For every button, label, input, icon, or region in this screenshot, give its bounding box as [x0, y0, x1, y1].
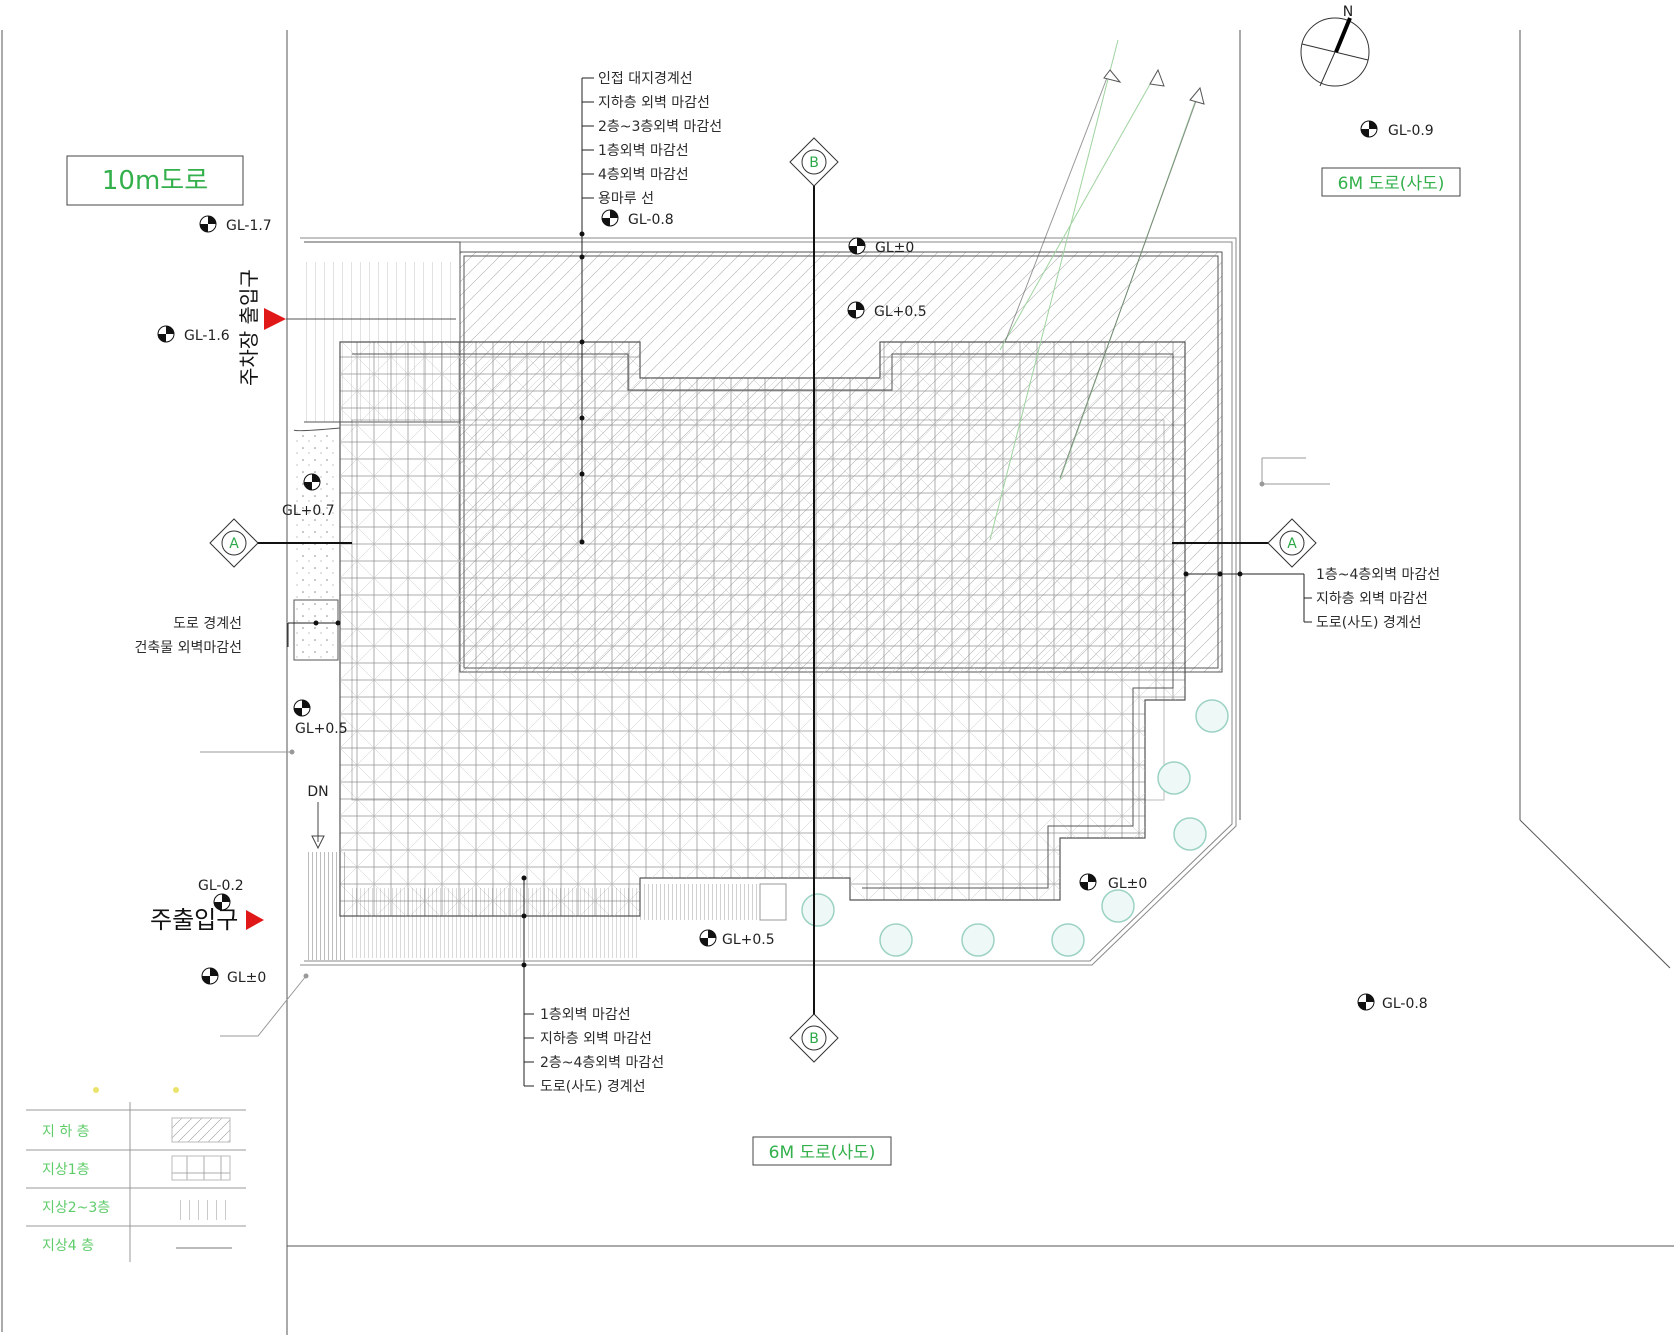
- svg-text:도로 경계선: 도로 경계선: [173, 616, 242, 632]
- level-marker-gl-0-left: GL±0: [201, 967, 266, 986]
- entrance-deck: [308, 852, 348, 960]
- road-label-northeast: 6M 도로(사도): [1321, 167, 1461, 197]
- svg-text:도로(사도) 경계선: 도로(사도) 경계선: [540, 1079, 646, 1095]
- level-label: GL-0.2: [198, 878, 244, 894]
- svg-text:1층~4층외벽 마감선: 1층~4층외벽 마감선: [1316, 567, 1440, 583]
- site-boundary: [300, 237, 1237, 966]
- svg-text:건축물 외벽마감선: 건축물 외벽마감선: [135, 640, 243, 656]
- svg-text:용마루 선: 용마루 선: [598, 191, 654, 207]
- building-footprint: [339, 341, 1186, 917]
- legend-table: 지 하 층 지상1층 지상2~3층 지상4 층: [26, 1087, 246, 1262]
- svg-text:지하층 외벽 마감선: 지하층 외벽 마감선: [540, 1031, 652, 1047]
- level-label: GL-1.7: [226, 218, 272, 234]
- level-label: GL+0.5: [874, 304, 927, 320]
- stair-down: DN: [307, 784, 329, 850]
- legend-label-1f: 지상1층: [42, 1162, 90, 1178]
- level-label: GL-0.9: [1388, 123, 1434, 139]
- legend-swatch-basement: [171, 1117, 231, 1143]
- svg-text:DN: DN: [307, 784, 328, 800]
- level-marker-gl-m08-top: GL-0.8: [601, 209, 674, 228]
- road-label-south: 6M 도로(사도): [752, 1136, 892, 1166]
- svg-text:6M 도로(사도): 6M 도로(사도): [769, 1143, 876, 1163]
- annotation-right: 1층~4층외벽 마감선 지하층 외벽 마감선 도로(사도) 경계선: [1183, 567, 1440, 631]
- level-marker-gl-p05-left: GL+0.5: [293, 699, 348, 737]
- level-marker-gl-0-right: GL±0: [1079, 873, 1147, 892]
- svg-text:2층~4층외벽 마감선: 2층~4층외벽 마감선: [540, 1055, 664, 1071]
- level-marker-gl-p07: GL+0.7: [282, 473, 335, 519]
- svg-text:B: B: [809, 155, 819, 171]
- level-label: GL+0.7: [282, 503, 335, 519]
- svg-text:도로(사도) 경계선: 도로(사도) 경계선: [1316, 615, 1422, 631]
- level-label: GL+0.5: [295, 721, 348, 737]
- section-marker-left: A: [209, 518, 259, 568]
- level-marker-gl-p05-bottom: GL+0.5: [699, 929, 775, 948]
- legend-swatch-2-3f: [178, 1200, 228, 1220]
- parking-entrance: 주차장 출입구: [237, 269, 456, 386]
- level-marker-gl-m16: GL-1.6: [157, 325, 230, 344]
- level-label: GL±0: [227, 970, 266, 986]
- svg-text:6M 도로(사도): 6M 도로(사도): [1338, 174, 1445, 194]
- legend-label-4f: 지상4 층: [42, 1238, 94, 1254]
- faint-leaders: [200, 457, 1330, 1037]
- section-marker-bottom: B: [789, 1013, 839, 1063]
- sheet-border-lines: [1, 30, 1674, 1335]
- level-label: GL±0: [1108, 876, 1147, 892]
- level-label: GL-1.6: [184, 328, 230, 344]
- annotation-left: 도로 경계선 건축물 외벽마감선: [135, 616, 341, 656]
- svg-text:10m도로: 10m도로: [102, 166, 208, 196]
- level-marker-gl-m02: GL-0.2: [198, 878, 244, 911]
- annotation-top: 인접 대지경계선 지하층 외벽 마감선 2층~3층외벽 마감선 1층외벽 마감선…: [579, 71, 722, 545]
- level-marker-gl-m08-right: GL-0.8: [1357, 993, 1428, 1012]
- svg-text:주차장 출입구: 주차장 출입구: [237, 269, 261, 386]
- level-marker-gl-0-top: GL±0: [848, 237, 914, 256]
- section-marker-right: A: [1267, 518, 1317, 568]
- svg-text:지하층 외벽 마감선: 지하층 외벽 마감선: [1316, 591, 1428, 607]
- level-label: GL-0.8: [628, 212, 674, 228]
- main-entrance: 주출입구: [150, 906, 264, 934]
- svg-text:지하층 외벽 마감선: 지하층 외벽 마감선: [598, 95, 710, 111]
- level-label: GL-0.8: [1382, 996, 1428, 1012]
- svg-text:A: A: [1287, 536, 1297, 552]
- compass-label: N: [1343, 4, 1353, 20]
- svg-text:A: A: [229, 536, 239, 552]
- svg-text:인접 대지경계선: 인접 대지경계선: [598, 71, 693, 87]
- level-marker-gl-p05-top: GL+0.5: [847, 301, 927, 320]
- svg-text:1층외벽 마감선: 1층외벽 마감선: [540, 1007, 631, 1023]
- svg-text:2층~3층외벽 마감선: 2층~3층외벽 마감선: [598, 119, 722, 135]
- annotation-bottom: 1층외벽 마감선 지하층 외벽 마감선 2층~4층외벽 마감선 도로(사도) 경…: [521, 875, 664, 1095]
- svg-text:주출입구: 주출입구: [150, 906, 238, 934]
- level-marker-gl-m17: GL-1.7: [199, 215, 272, 234]
- svg-text:1층외벽 마감선: 1층외벽 마감선: [598, 143, 689, 159]
- road-label-west: 10m도로: [66, 155, 244, 206]
- legend-label-2-3f: 지상2~3층: [42, 1200, 110, 1216]
- level-label: GL±0: [875, 240, 914, 256]
- north-arrow-icon: N: [1300, 4, 1370, 87]
- svg-text:B: B: [809, 1031, 819, 1047]
- legend-swatch-1f: [171, 1155, 231, 1181]
- ridge-lines: [989, 39, 1205, 541]
- level-marker-gl-m09: GL-0.9: [1360, 120, 1434, 139]
- section-marker-top: B: [789, 137, 839, 187]
- svg-text:4층외벽 마감선: 4층외벽 마감선: [598, 167, 689, 183]
- level-label: GL+0.5: [722, 932, 775, 948]
- legend-label-basement: 지 하 층: [42, 1124, 90, 1140]
- level-markers: GL-1.7GL-1.6GL-0.8GL±0GL+0.5GL-0.9GL+0.7…: [157, 120, 1434, 1012]
- trees: [801, 699, 1229, 957]
